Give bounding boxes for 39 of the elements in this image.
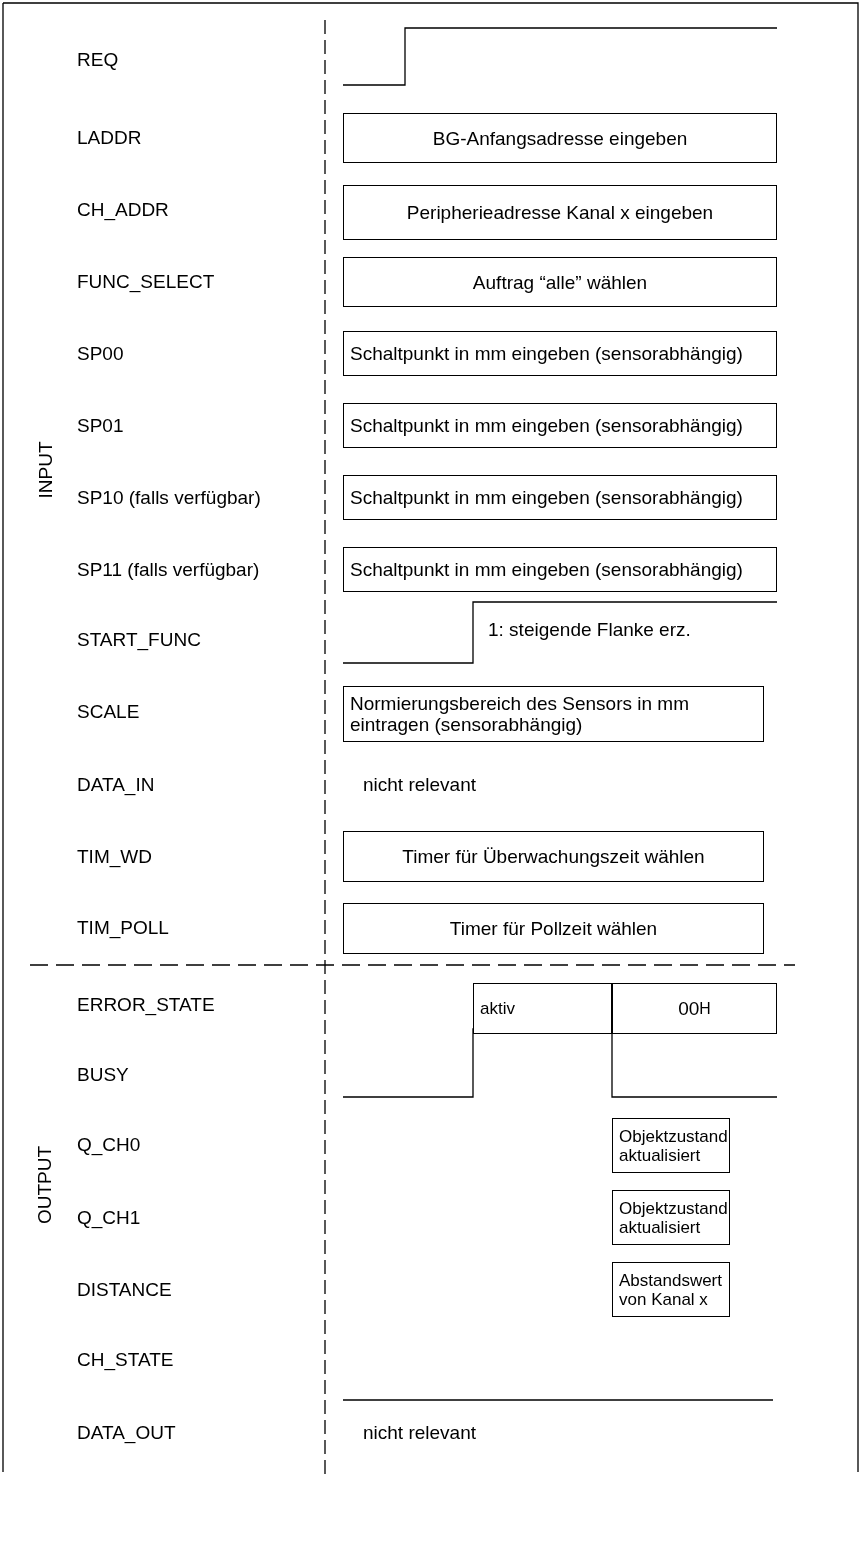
signal-name: CH_ADDR [77,199,169,221]
signal-name: FUNC_SELECT [77,271,215,293]
signal-name: START_FUNC [77,629,201,651]
signal-name: Q_CH0 [77,1134,141,1156]
signal-name: ERROR_STATE [77,994,215,1016]
signal-name: SP11 (falls verfügbar) [77,559,260,581]
signal-name: TIM_POLL [77,917,169,939]
section-label: INPUT [34,441,56,499]
signal-name: DATA_IN [77,774,155,796]
text-box: Timer für Überwachungszeit wählen [343,831,764,882]
text-box: Timer für Pollzeit wählen [343,903,764,954]
text-box: Schaltpunkt in mm eingeben (sensorabhängig) [343,475,777,520]
signal-name: BUSY [77,1064,129,1086]
signal-name: REQ [77,49,119,71]
section-label: OUTPUT [34,1145,57,1225]
signal-name: SCALE [77,701,140,723]
signal-name: SP00 [77,343,124,365]
signal-name: DISTANCE [77,1279,172,1301]
text-box: Schaltpunkt in mm eingeben (sensorabhängig) [343,403,777,448]
text-box: Schaltpunkt in mm eingeben (sensorabhängig) [343,331,777,376]
signal-name: SP01 [77,415,124,437]
signal-name: DATA_OUT [77,1422,176,1444]
text-box: Objektzustand aktualisiert [612,1190,730,1245]
text-box: Normierungsbereich des Sensors in mm eintragen (sensorabhängig) [343,686,764,742]
text-box: BG-Anfangsadresse eingeben [343,113,777,163]
text-box: aktiv [473,983,612,1034]
signal-name: CH_STATE [77,1349,174,1371]
signal-name: LADDR [77,127,142,149]
signal-name: TIM_WD [77,846,152,868]
text-box: Objektzustand aktualisiert [612,1118,730,1173]
text-box: Schaltpunkt in mm eingeben (sensorabhängig) [343,547,777,592]
text-box: Auftrag “alle” wählen [343,257,777,307]
signal-name: SP10 (falls verfügbar) [77,487,261,509]
text-box: Peripherieadresse Kanal x eingeben [343,185,777,240]
note-text: 1: steigende Flanke erz. [488,619,691,641]
note-text: nicht relevant [363,1422,476,1444]
text-box: Abstandswert von Kanal x [612,1262,730,1317]
signal-name: Q_CH1 [77,1207,141,1229]
note-text: nicht relevant [363,774,476,796]
